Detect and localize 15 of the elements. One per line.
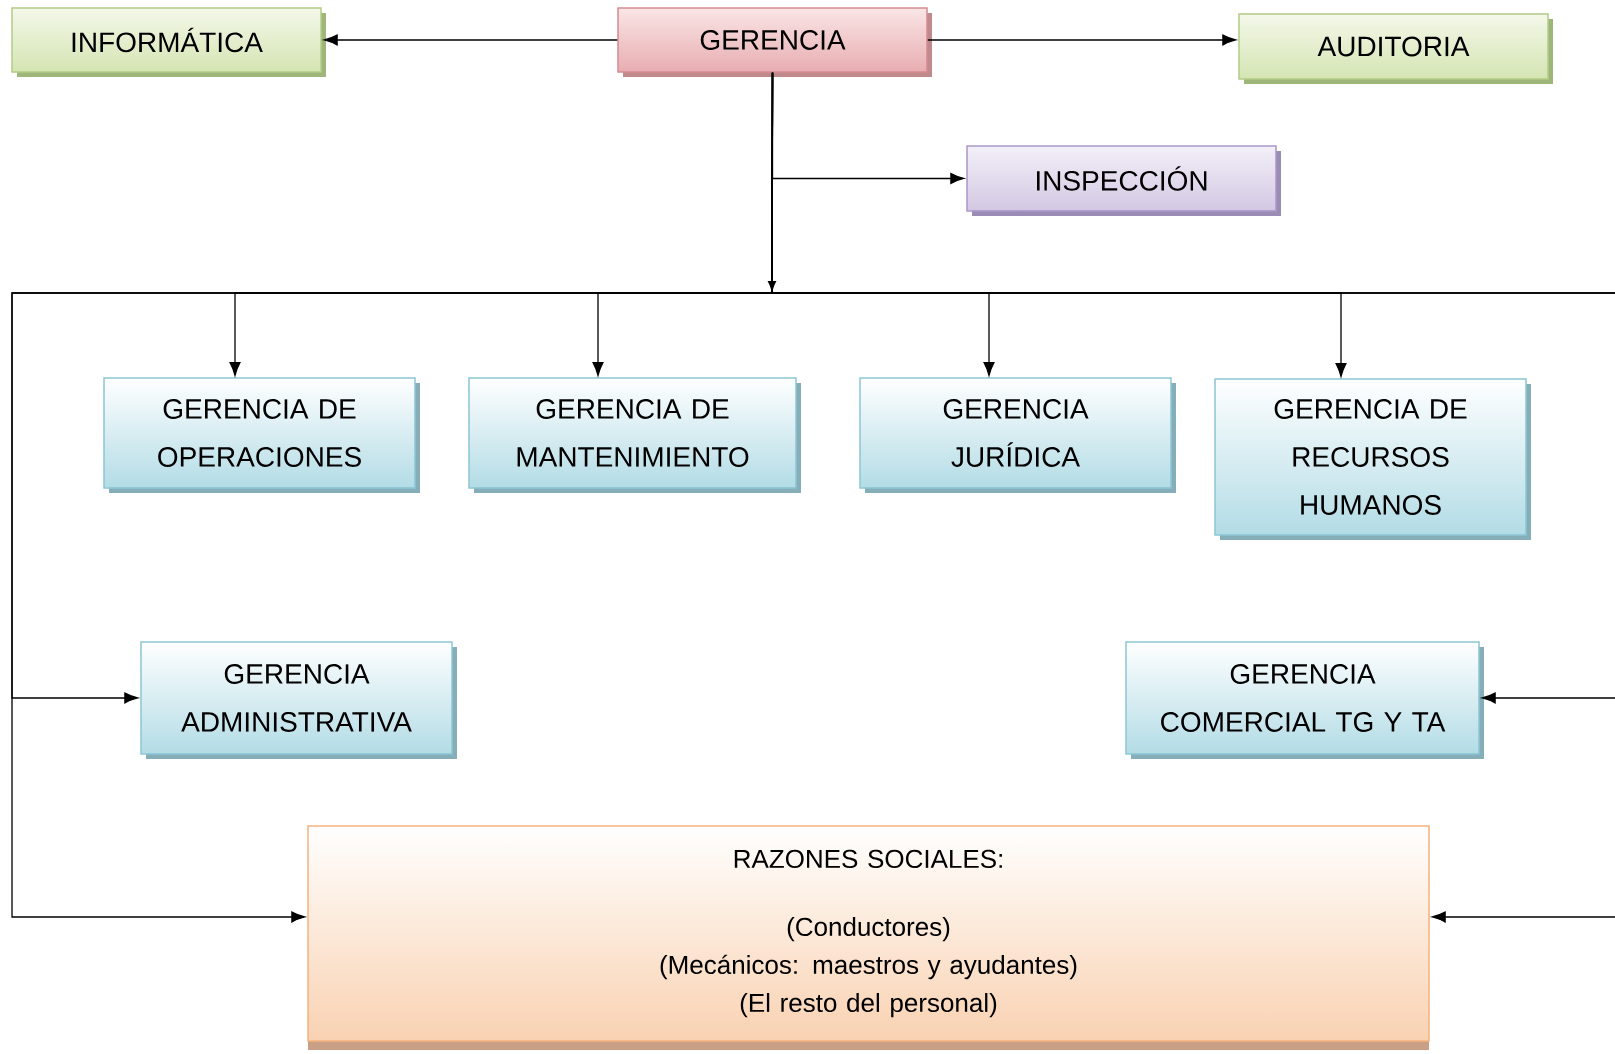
org-box: GERENCIA xyxy=(617,7,932,77)
org-box: GERENCIA ADMINISTRATIVA xyxy=(140,641,457,759)
arrow xyxy=(768,259,777,291)
org-box: GERENCIA JURÍDICA xyxy=(859,377,1176,493)
arrow xyxy=(323,34,618,46)
org-box: GERENCIA DE RECURSOS HUMANOS xyxy=(1214,378,1531,540)
org-box: GERENCIA COMERCIAL TG Y TA xyxy=(1125,641,1484,759)
org-box: INFORMÁTICA xyxy=(11,7,326,77)
org-box: GERENCIA DE OPERACIONES xyxy=(103,377,420,493)
org-box: GERENCIA DE MANTENIMIENTO xyxy=(468,377,801,493)
org-box: INSPECCIÓN xyxy=(966,145,1281,216)
arrow xyxy=(771,72,1615,923)
org-box: AUDITORIA xyxy=(1238,13,1553,84)
razones-box: RAZONES SOCIALES: (Conductores) (Mecánicos: maestros y ayudantes) (El resto del personal) xyxy=(307,825,1430,1050)
arrow xyxy=(927,34,1237,46)
